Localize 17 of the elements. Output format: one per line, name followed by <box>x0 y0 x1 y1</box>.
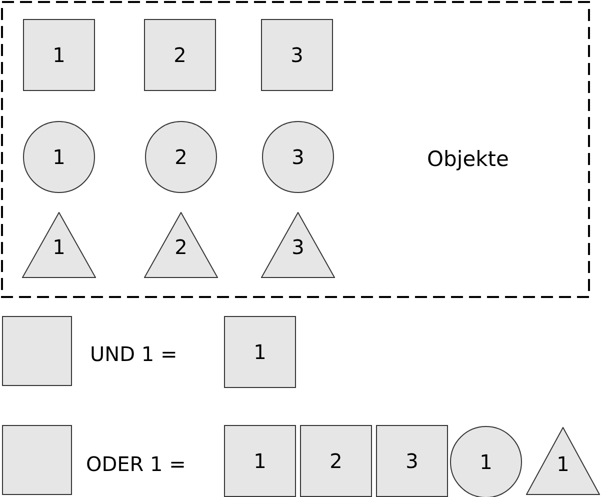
numbered-triangle: 3 <box>261 212 335 278</box>
numbered-square: 2 <box>300 425 372 497</box>
empty-square <box>2 316 72 386</box>
numbered-square: 3 <box>376 425 448 497</box>
numbered-square: 2 <box>144 19 216 91</box>
equation-text: UND 1 = <box>90 341 178 368</box>
group-label: Objekte <box>427 146 509 173</box>
numbered-triangle: 2 <box>144 212 218 278</box>
numbered-square: 1 <box>224 316 296 388</box>
empty-square <box>2 425 72 495</box>
dashed-frame <box>1 1 590 298</box>
equation-text: ODER 1 = <box>86 451 186 478</box>
numbered-square: 1 <box>23 19 95 91</box>
numbered-triangle: 1 <box>22 212 96 278</box>
numbered-square: 3 <box>261 19 333 91</box>
numbered-triangle: 1 <box>526 427 600 495</box>
numbered-square: 1 <box>224 425 296 497</box>
